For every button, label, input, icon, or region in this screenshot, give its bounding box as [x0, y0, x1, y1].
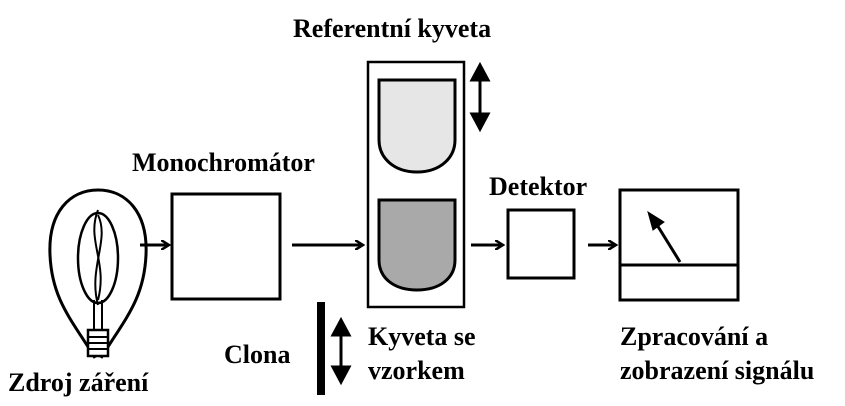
sample-cuvette — [377, 198, 457, 292]
detector-box — [506, 208, 576, 280]
sample-cuvette-label-line2: vzorkem — [368, 356, 465, 385]
aperture-bar — [317, 302, 325, 395]
aperture-label: Clona — [224, 340, 291, 369]
meter-needle — [652, 219, 682, 263]
light-source-bulb-icon — [48, 188, 148, 359]
monochromator-box — [170, 192, 282, 301]
detector-label: Detektor — [489, 172, 588, 201]
signal-processing-label: Zpracování a zobrazení signálu — [620, 320, 814, 388]
sample-cuvette-label: Kyveta se vzorkem — [368, 320, 476, 388]
sample-cuvette-label-line1: Kyveta se — [368, 322, 476, 351]
signal-processing-label-line2: zobrazení signálu — [620, 356, 815, 385]
reference-cuvette-label: Referentní kyveta — [293, 14, 492, 43]
signal-display — [618, 188, 740, 302]
aperture-move-arrow-icon — [330, 316, 352, 386]
monochromator-label: Monochromátor — [132, 148, 315, 177]
reference-cuvette — [377, 78, 457, 174]
signal-processing-label-line1: Zpracování a — [620, 322, 769, 351]
cuvette-move-arrow-icon — [469, 61, 491, 133]
source-label: Zdroj záření — [8, 368, 149, 397]
